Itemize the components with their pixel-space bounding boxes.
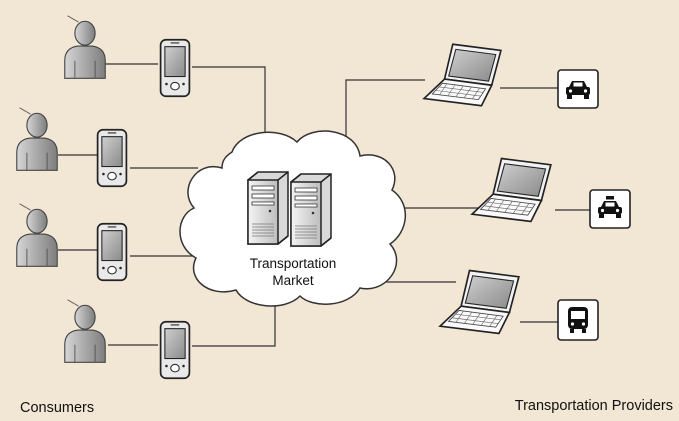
person-icon [16,107,58,171]
smartphone-icon [96,128,128,188]
cloud-label-line2: Market [272,273,314,288]
person-icon [64,15,106,79]
server-icon [247,171,289,245]
laptop-icon [423,43,502,107]
smartphone-icon [96,222,128,282]
cloud-label: Transportation Market [228,255,358,289]
connection-laptop-1 [345,79,425,143]
laptop-icon [471,157,552,223]
smartphone-icon [159,38,191,98]
person-icon [64,299,106,363]
laptop-icon [439,269,520,335]
connection-phone-1 [192,66,266,143]
consumers-group [16,15,191,380]
consumers-caption: Consumers [20,400,95,416]
connection-phone-4 [192,298,276,347]
providers-caption: Transportation Providers [514,398,673,414]
cloud-label-line1: Transportation [249,256,337,271]
providers-group [423,43,631,341]
server-icon [290,173,332,247]
person-icon [16,203,58,267]
smartphone-icon [159,320,191,380]
